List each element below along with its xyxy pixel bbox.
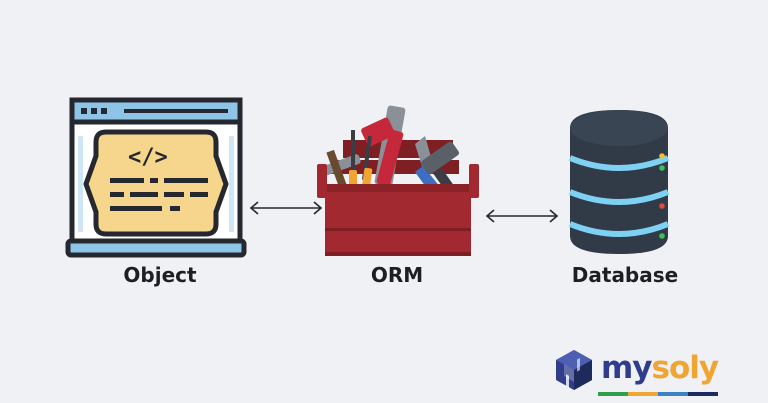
database-icon xyxy=(568,110,670,254)
window-dot xyxy=(91,108,97,114)
double-arrow-icon xyxy=(485,209,559,223)
mysoly-logo: mysoly xyxy=(552,346,727,400)
code-glyph: </> xyxy=(128,145,168,170)
logo-text-my: my xyxy=(601,350,653,386)
logo-bar-segment xyxy=(658,392,688,396)
window-address-line xyxy=(124,109,228,113)
double-arrow-icon xyxy=(249,201,323,215)
logo-bar-segment xyxy=(598,392,628,396)
logo-color-bar xyxy=(598,392,718,396)
logo-wordmark: mysoly xyxy=(601,350,720,386)
node-label-object: Object xyxy=(123,263,197,287)
toolbox-icon xyxy=(317,105,479,256)
window-dot xyxy=(101,108,107,114)
cube-logo-icon xyxy=(556,350,592,390)
logo-bar-segment xyxy=(628,392,658,396)
toolbox-body xyxy=(325,184,471,256)
window-dot xyxy=(81,108,87,114)
node-label-orm: ORM xyxy=(370,263,424,287)
node-label-database: Database xyxy=(571,263,679,287)
window-base xyxy=(65,238,247,258)
browser-code-window-icon: </> xyxy=(65,97,247,258)
logo-bar-segment xyxy=(688,392,718,396)
logo-text-soly: soly xyxy=(651,350,720,386)
